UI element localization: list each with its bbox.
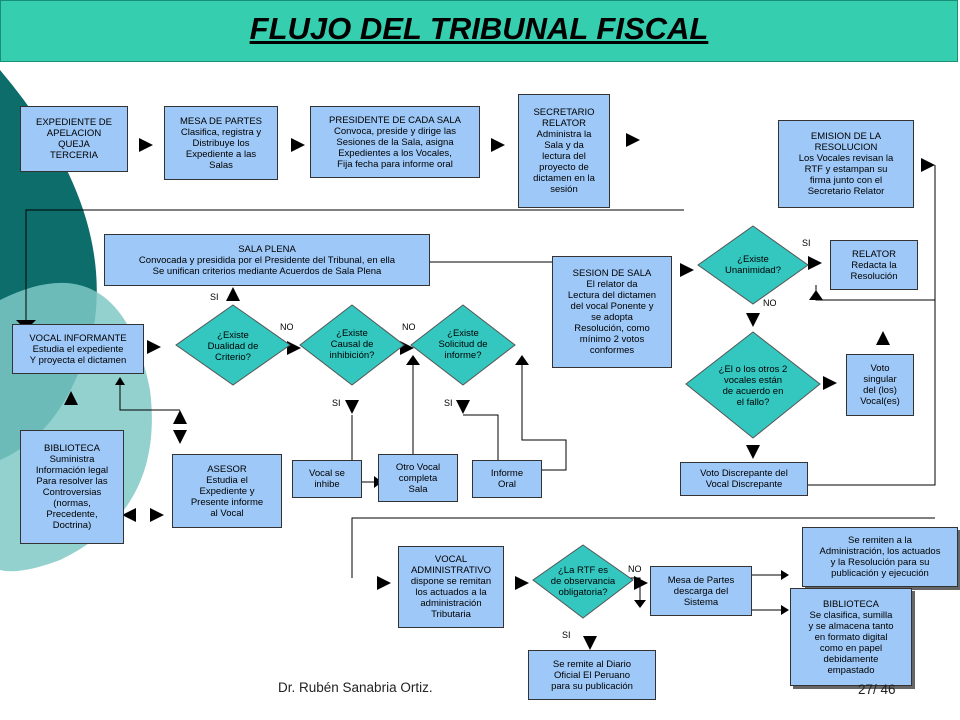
si-label-unanimidad: SI: [802, 238, 811, 248]
footer-author: Dr. Rubén Sanabria Ortiz.: [278, 680, 433, 695]
si-label-observancia: SI: [562, 630, 571, 640]
page-title: FLUJO DEL TRIBUNAL FISCAL: [249, 11, 709, 46]
no-label-unanimidad: NO: [763, 298, 777, 308]
footer-page-number: 27/ 46: [858, 682, 896, 697]
no-label-observancia: NO: [628, 564, 642, 574]
no-label-inhibicion: NO: [402, 322, 416, 332]
si-label-inhibicion: SI: [332, 398, 341, 408]
no-label-dualidad: NO: [280, 322, 294, 332]
si-label-solicitud: SI: [444, 398, 453, 408]
si-label-dualidad: SI: [210, 292, 219, 302]
title-bar: FLUJO DEL TRIBUNAL FISCAL: [0, 0, 958, 62]
